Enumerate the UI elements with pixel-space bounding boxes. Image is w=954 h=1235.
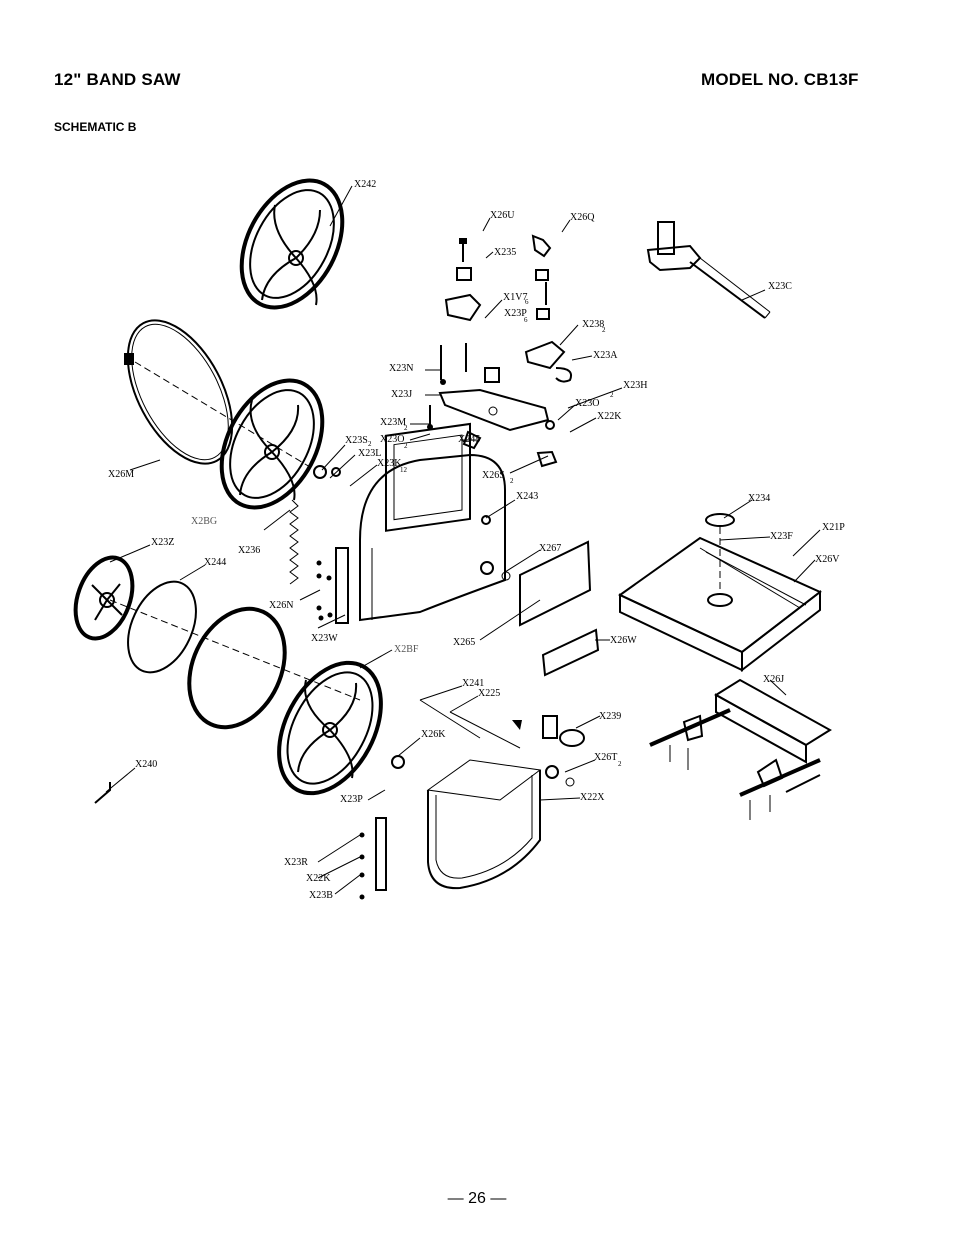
label-x26t: X26T [594,752,617,763]
label-x23z: X23Z [151,537,174,548]
upper-wheel-part [239,178,345,310]
label-x1v7: X1V7 [503,292,527,303]
label-x23f: X23F [770,531,793,542]
label-x2bg: X2BG [191,516,217,527]
large-belt-part [187,606,287,730]
label-x23n: X23N [389,363,413,374]
label-x23w: X23W [311,633,338,644]
label-x236: X236 [238,545,260,556]
label-x23o: X23O [380,434,404,445]
allen-key-part [94,782,111,804]
label-plate-part [541,628,600,677]
label-x21p: X21P [822,522,845,533]
frame-screws [316,560,333,621]
label-x243: X243 [516,491,538,502]
label-x23k: X23K [377,458,402,469]
label-x225: X225 [478,688,500,699]
label-x23p-top: X23P [504,308,527,319]
label-x22k-r: X22K [597,411,622,422]
label-x238: X238 [582,319,604,330]
label-x23m: X23M [380,417,406,428]
document-title: 12" BAND SAW [54,70,181,89]
label-x234: X234 [748,493,770,504]
label-x23s: X23S [345,435,368,446]
label-x23r: X23R [284,857,308,868]
blade-guard-post-part [646,221,771,319]
label-x230: X23C [768,281,792,292]
label-x26j: X26J [763,674,784,685]
model-number: MODEL NO. CB13F [701,70,859,89]
pulley-part [73,555,135,641]
label-x2bf: X2BF [394,644,419,655]
drive-belt-part [127,580,197,674]
label-x23m-sub: 2 [404,424,408,432]
label-x242: X242 [354,179,376,190]
knob-part [480,561,494,575]
label-x23k-sub: 12 [400,466,408,474]
label-x26w: X26W [610,635,637,646]
label-x23b: X23B [309,890,333,901]
label-x26m: X26M [108,469,134,480]
label-x23a: X23A [593,350,618,361]
middle-wheel-part [219,378,325,510]
label-x26n: X26N [269,600,293,611]
label-x240: X240 [135,759,157,770]
label-x1v7-sub: 6 [525,298,529,306]
side-bracket-part [335,547,349,624]
saw-blade-part [126,319,234,465]
label-x23s-sub: 2 [368,440,372,448]
label-x26k: X26K [421,729,446,740]
label-x244: X244 [204,557,226,568]
trunnion-part [649,678,832,820]
lower-bracket-part [375,817,387,891]
lower-wheel-part [277,660,383,796]
bearing-bracket-part [391,715,585,787]
tension-spring-part [289,499,299,585]
table-part [618,513,822,673]
label-x23o-r: X23O [575,398,599,409]
label-x241: X241 [462,678,484,689]
label-x265: X265 [453,637,475,648]
label-x26u: X26U [490,210,515,221]
label-x26q: X26Q [570,212,595,223]
label-x239: X239 [599,711,621,722]
label-x22k: X22K [306,873,331,884]
cover-plate-part [519,540,592,627]
label-x23j: X23J [391,389,412,400]
label-x26s-sub: 2 [510,477,514,485]
upper-guide-assembly [427,234,572,468]
label-x26t-sub: 2 [618,760,622,768]
label-x23o-r-sub: 2 [610,391,614,399]
label-x26s: X26S [482,470,505,481]
label-x26v: X26V [815,554,840,565]
label-x23h: X23H [623,380,647,391]
label-x245: X245 [458,434,480,445]
lower-frame-part [426,759,542,890]
label-x23p: X23P [340,794,363,805]
label-x238-sub: 2 [602,326,606,334]
label-x23l: X23L [358,448,381,459]
label-x235: X235 [494,247,516,258]
upper-frame-part [359,422,506,622]
label-x23o-sub: 2 [404,442,408,450]
page-number: — 26 — [447,1190,507,1207]
label-x267: X267 [539,543,561,554]
label-x22x: X22X [580,792,605,803]
label-x23p-top-sub: 6 [524,316,528,324]
schematic-subtitle: SCHEMATIC B [54,120,137,134]
blade-bushing-part [124,353,134,365]
